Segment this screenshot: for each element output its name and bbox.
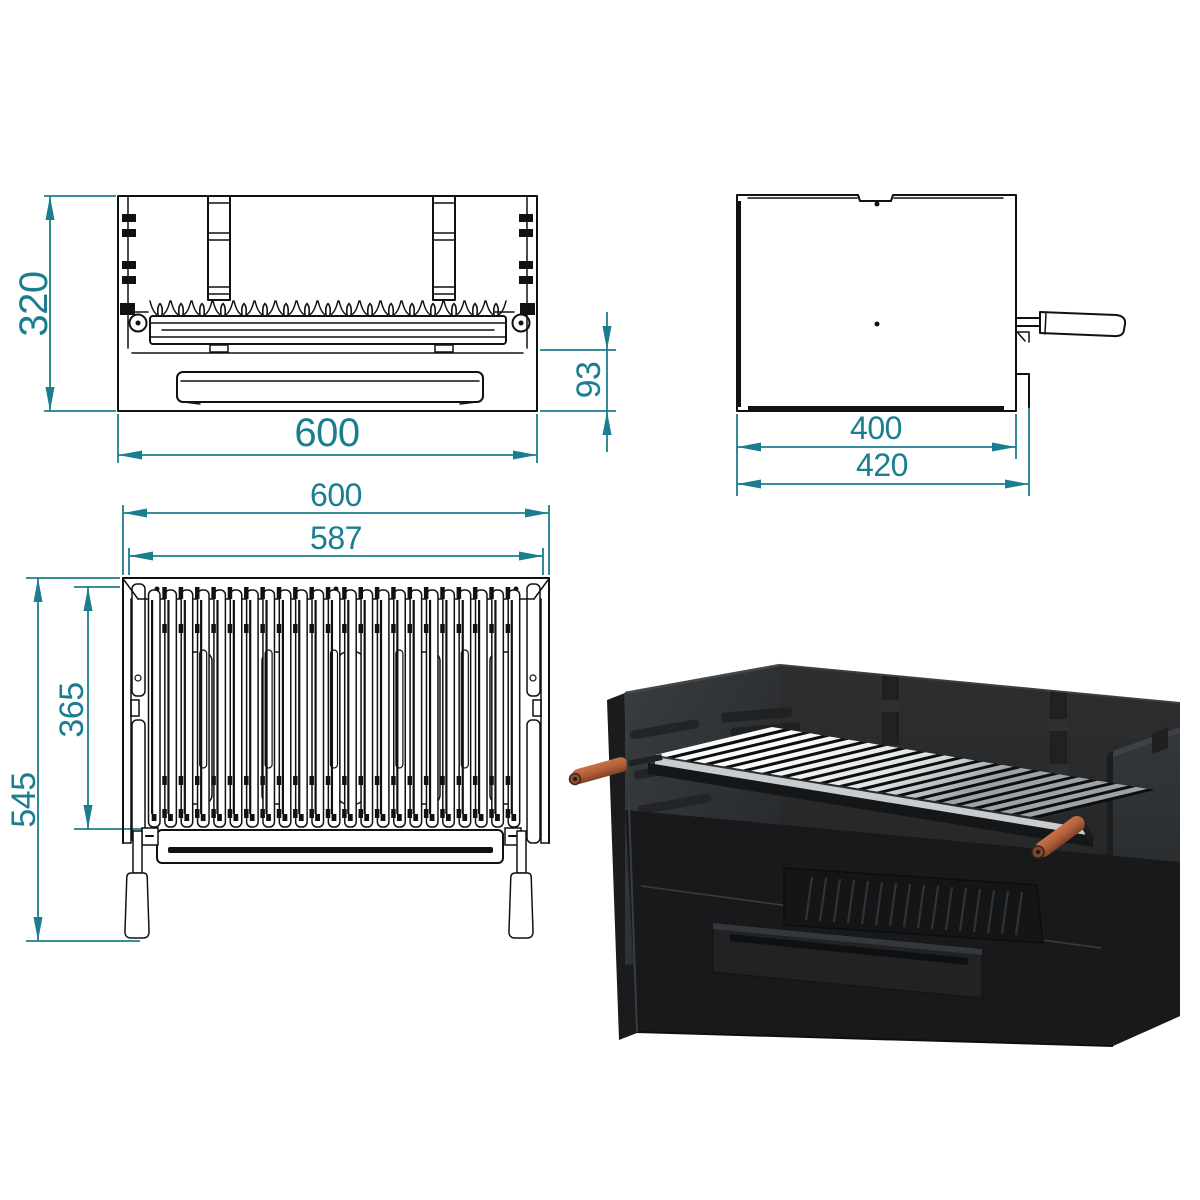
height-post-left <box>207 195 231 353</box>
back-wall-top-edge <box>779 664 1181 704</box>
drawer-front-3d <box>712 922 983 999</box>
render-3d <box>568 663 1181 1047</box>
left-wall-top-edge <box>624 663 781 695</box>
dim-600-front: 600 <box>117 411 538 463</box>
wall-tabs-right <box>519 214 535 315</box>
grate-roller-left <box>127 311 149 333</box>
front-elevation-view: 320 600 93 <box>12 195 616 463</box>
dim-420: 420 <box>737 378 1030 496</box>
handle-left-top <box>124 827 159 939</box>
dim-545: 545 <box>5 577 140 942</box>
screw-dot <box>874 201 880 207</box>
grate-roller-right <box>493 311 531 333</box>
height-post-right <box>432 195 456 353</box>
side-view: 400 420 <box>736 194 1127 496</box>
screw-dot <box>874 321 880 327</box>
dim-365: 365 <box>53 586 158 830</box>
dim-400: 400 <box>736 410 1017 496</box>
grate-front-band <box>655 757 1085 836</box>
grate-slats <box>147 588 521 829</box>
grate-front-rail <box>648 763 1093 847</box>
dim-label-tray: 93 <box>570 362 608 399</box>
grate-bar <box>149 315 507 345</box>
grate-serrations <box>149 300 507 316</box>
handle-right-3d <box>1031 816 1095 859</box>
dim-600-top: 600 <box>122 477 550 575</box>
dim-320: 320 <box>12 195 116 412</box>
dim-label-width: 600 <box>294 411 359 455</box>
side-body-outline <box>736 194 1017 412</box>
wooden-grip-outline <box>1039 311 1127 338</box>
right-wall-notch <box>1152 727 1168 754</box>
dim-label-total-depth-top: 545 <box>5 772 43 827</box>
dim-587: 587 <box>128 520 544 575</box>
ash-drawer-front <box>176 371 484 405</box>
dim-label-total-depth: 420 <box>856 447 908 483</box>
steel-grate <box>648 727 1155 847</box>
dim-label-top-width: 600 <box>310 477 362 513</box>
handle-right-top <box>504 827 534 939</box>
front-tray <box>156 829 504 864</box>
top-view: 600 587 545 365 <box>5 477 550 942</box>
dim-label-grill-depth: 365 <box>53 682 91 737</box>
handle-left-3d <box>568 754 663 786</box>
dim-93: 93 <box>540 312 616 452</box>
dim-label-grill-width: 587 <box>310 520 362 556</box>
slat-inner-channels <box>199 649 469 769</box>
front-body-outline <box>117 195 538 412</box>
side-bracket-step <box>1015 373 1030 408</box>
vent-plate <box>783 867 1044 944</box>
left-wall-front-edge <box>624 692 638 1033</box>
dim-label-height: 320 <box>12 271 56 336</box>
side-handle <box>1015 311 1127 343</box>
bottom-front-edge <box>636 1031 1114 1047</box>
dim-label-body-depth: 400 <box>850 410 902 446</box>
